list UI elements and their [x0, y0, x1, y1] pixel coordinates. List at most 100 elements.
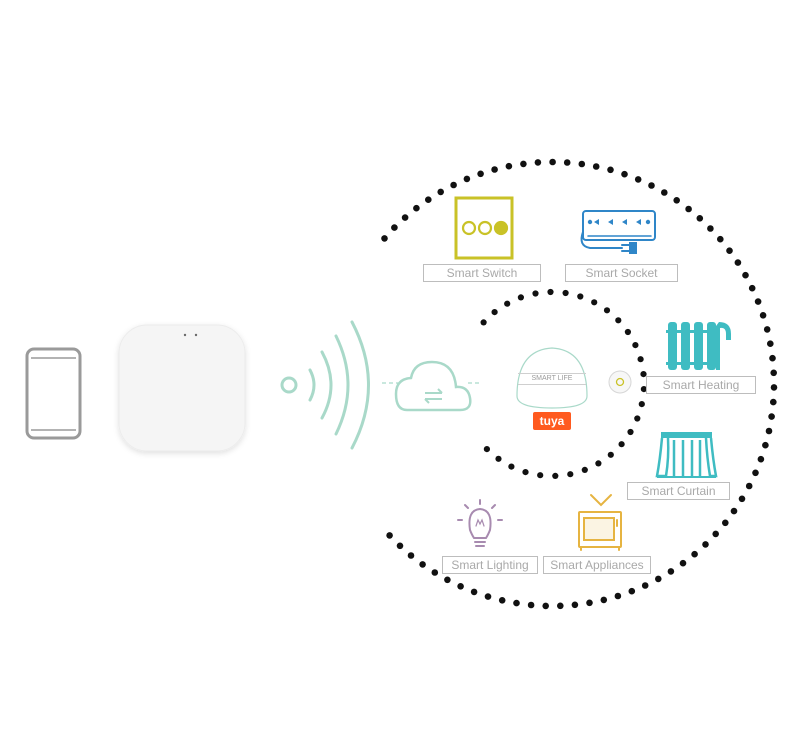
- orbit-dot: [637, 356, 644, 363]
- tuya-logo: tuya: [533, 412, 571, 430]
- orbit-dot: [491, 166, 498, 173]
- orbit-dot: [618, 441, 625, 448]
- orbit-dot: [520, 160, 527, 168]
- orbit-dot: [581, 466, 588, 473]
- orbit-dot: [634, 176, 642, 183]
- orbit-dot: [641, 582, 649, 589]
- orbit-dot: [577, 293, 584, 300]
- orbit-dot: [505, 162, 513, 170]
- orbit-dot: [413, 204, 420, 212]
- gateway-device-icon: [118, 324, 246, 452]
- orbit-dot: [401, 214, 409, 221]
- orbit-dot: [457, 583, 464, 590]
- orbit-dot: [444, 576, 451, 584]
- orbit-dot: [759, 312, 767, 319]
- orbit-dot: [586, 599, 593, 607]
- orbit-dot: [591, 299, 598, 306]
- orbit-dot: [770, 369, 777, 377]
- orbit-dot: [769, 354, 776, 362]
- cloud-sync-icon: [394, 360, 472, 412]
- orbit-dot: [638, 401, 645, 408]
- orbit-dot: [595, 460, 602, 467]
- orbit-dot: [552, 472, 559, 479]
- orbit-dot: [483, 446, 490, 453]
- orbit-dot: [567, 471, 574, 478]
- orbit-dot: [491, 309, 498, 316]
- curtain-icon: [655, 432, 718, 478]
- tv-icon: [578, 494, 622, 551]
- orbit-dot: [537, 472, 544, 479]
- orbit-dot: [621, 170, 628, 178]
- outer-dotted-orbit: [381, 158, 778, 610]
- orbit-dot: [450, 181, 457, 189]
- orbit-dot: [607, 166, 614, 174]
- orbit-dot: [661, 189, 668, 196]
- orbit-dot: [685, 205, 692, 213]
- orbit-dot: [730, 507, 738, 515]
- orbit-dot: [673, 197, 680, 204]
- orbit-dot: [770, 398, 777, 406]
- orbit-dot: [712, 530, 719, 538]
- orbit-dot: [640, 386, 648, 393]
- orbit-dot: [542, 602, 549, 610]
- wireless-signal-icon: [280, 320, 370, 450]
- orbit-dot: [745, 482, 753, 490]
- power-strip-icon: [580, 210, 656, 254]
- orbit-dot: [504, 300, 511, 307]
- orbit-dot: [522, 469, 529, 476]
- orbit-dot: [517, 294, 525, 301]
- orbit-dot: [557, 602, 564, 610]
- light-bulb-icon: [457, 499, 503, 547]
- orbit-dot: [768, 413, 775, 420]
- orbit-dot: [592, 163, 600, 170]
- orbit-dot: [513, 599, 520, 607]
- orbit-dot: [437, 188, 445, 196]
- orbit-dot: [407, 552, 415, 559]
- orbit-dot: [763, 326, 771, 333]
- inner-dotted-orbit: [480, 288, 648, 479]
- orbit-dot: [752, 469, 759, 477]
- orbit-dot: [498, 597, 506, 604]
- orbit-dot: [765, 427, 773, 435]
- orbit-dot: [696, 215, 704, 222]
- orbit-dot: [738, 495, 746, 503]
- orbit-dot: [767, 340, 774, 348]
- orbit-dot: [562, 289, 569, 297]
- smart-appliances-label: Smart Appliances: [543, 556, 651, 574]
- orbit-dot: [463, 175, 471, 183]
- smart-socket-label: Smart Socket: [565, 264, 678, 282]
- orbit-dot: [667, 568, 675, 575]
- orbit-dot: [547, 288, 554, 296]
- orbit-dot: [615, 317, 622, 324]
- orbit-dot: [628, 587, 636, 595]
- orbit-dot: [634, 415, 641, 422]
- smart-heating-label: Smart Heating: [646, 376, 756, 394]
- orbit-dot: [480, 319, 487, 326]
- orbit-dot: [527, 601, 535, 609]
- orbit-dot: [396, 542, 404, 550]
- orbit-dot: [726, 247, 733, 254]
- orbit-dot: [702, 541, 709, 548]
- orbit-dot: [425, 196, 432, 203]
- orbit-dot: [600, 596, 608, 604]
- orbit-dot: [770, 384, 778, 391]
- smart-hub-icon: [516, 347, 588, 409]
- orbit-dot: [532, 290, 539, 297]
- orbit-dot: [762, 441, 769, 449]
- orbit-dot: [722, 519, 729, 527]
- orbit-dot: [754, 298, 762, 305]
- orbit-dot: [614, 592, 622, 600]
- hub-indicator-icon: [608, 370, 632, 394]
- orbit-dot: [632, 342, 639, 349]
- orbit-dot: [679, 559, 687, 567]
- orbit-dot: [748, 284, 756, 292]
- hub-name-label: SMART LIFE: [518, 373, 586, 385]
- orbit-dot: [470, 588, 478, 596]
- orbit-dot: [419, 561, 426, 568]
- orbit-dot: [391, 224, 398, 231]
- orbit-dot: [624, 328, 632, 336]
- orbit-dot: [484, 593, 492, 600]
- orbit-dot: [431, 569, 439, 576]
